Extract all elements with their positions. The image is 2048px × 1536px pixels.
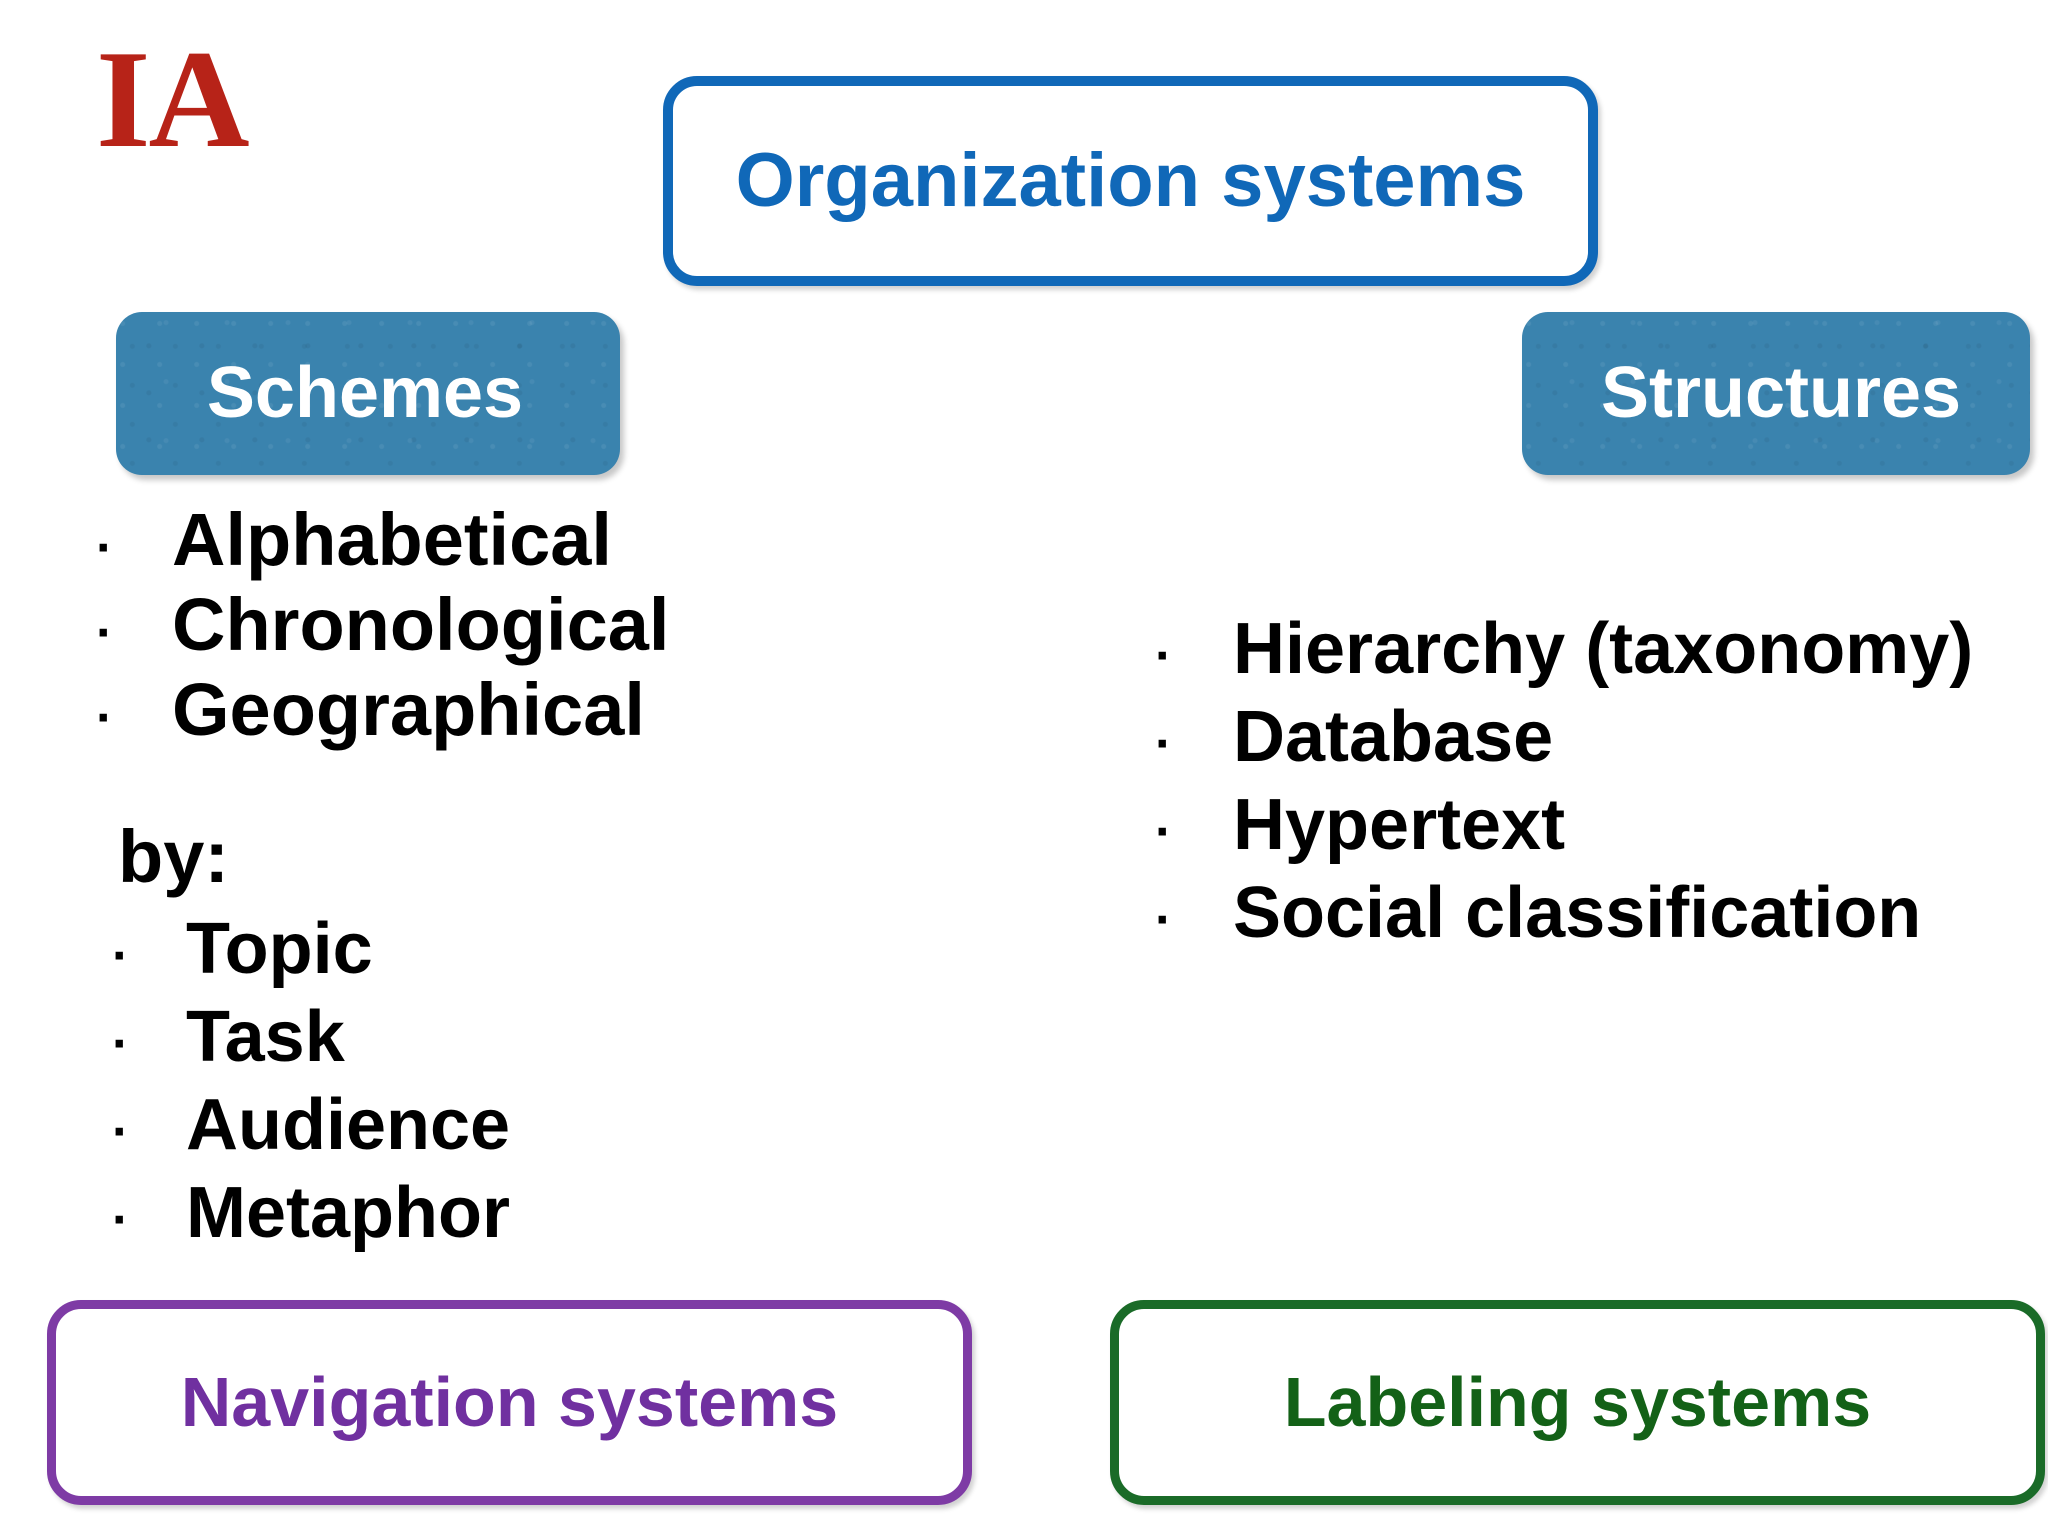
- by-facets-list: · Topic · Task · Audience · Metaphor: [112, 905, 510, 1257]
- list-item: · Chronological: [96, 582, 669, 667]
- list-item: · Audience: [112, 1081, 510, 1169]
- list-item-label: Hierarchy (taxonomy): [1233, 609, 1974, 689]
- list-item: · Social classification: [1155, 869, 1973, 957]
- list-item: · Geographical: [96, 667, 669, 752]
- bullet-icon: ·: [1155, 891, 1173, 949]
- organization-systems-box[interactable]: Organization systems: [663, 76, 1598, 286]
- list-item: · Database: [1155, 693, 1973, 781]
- bullet-icon: ·: [96, 689, 114, 747]
- list-item-label: Audience: [186, 1085, 511, 1165]
- by-heading: by:: [118, 815, 229, 898]
- schemes-list: · Alphabetical · Chronological · Geograp…: [96, 497, 669, 752]
- list-item: · Hypertext: [1155, 781, 1973, 869]
- list-item: · Hierarchy (taxonomy): [1155, 605, 1973, 693]
- list-item-label: Social classification: [1233, 873, 1922, 953]
- bullet-icon: ·: [96, 519, 114, 577]
- structures-header-label: Structures: [1600, 352, 1962, 433]
- list-item-label: Hypertext: [1233, 785, 1566, 865]
- structures-header-box[interactable]: Structures: [1522, 312, 2030, 475]
- list-item-label: Database: [1233, 697, 1554, 777]
- list-item: · Topic: [112, 905, 510, 993]
- navigation-systems-box[interactable]: Navigation systems: [47, 1300, 972, 1505]
- list-item-label: Topic: [186, 909, 373, 989]
- list-item-label: Chronological: [172, 583, 670, 666]
- bullet-icon: ·: [1155, 803, 1173, 861]
- labeling-systems-label: Labeling systems: [1283, 1362, 1872, 1441]
- schemes-header-label: Schemes: [206, 352, 524, 433]
- bullet-icon: ·: [1155, 627, 1173, 685]
- list-item-label: Geographical: [172, 668, 645, 751]
- list-item-label: Metaphor: [186, 1173, 510, 1253]
- navigation-systems-label: Navigation systems: [180, 1362, 839, 1441]
- organization-systems-label: Organization systems: [735, 138, 1526, 224]
- schemes-header-box[interactable]: Schemes: [116, 312, 620, 475]
- bullet-icon: ·: [112, 1015, 130, 1073]
- structures-list: · Hierarchy (taxonomy) · Database · Hype…: [1155, 605, 1973, 957]
- list-item: · Alphabetical: [96, 497, 669, 582]
- bullet-icon: ·: [96, 604, 114, 662]
- bullet-icon: ·: [112, 1191, 130, 1249]
- bullet-icon: ·: [112, 1103, 130, 1161]
- bullet-icon: ·: [1155, 715, 1173, 773]
- bullet-icon: ·: [112, 927, 130, 985]
- list-item-label: Task: [186, 997, 345, 1077]
- ia-logo: IA: [96, 22, 250, 177]
- labeling-systems-box[interactable]: Labeling systems: [1110, 1300, 2045, 1505]
- list-item-label: Alphabetical: [172, 498, 612, 581]
- list-item: · Metaphor: [112, 1169, 510, 1257]
- list-item: · Task: [112, 993, 510, 1081]
